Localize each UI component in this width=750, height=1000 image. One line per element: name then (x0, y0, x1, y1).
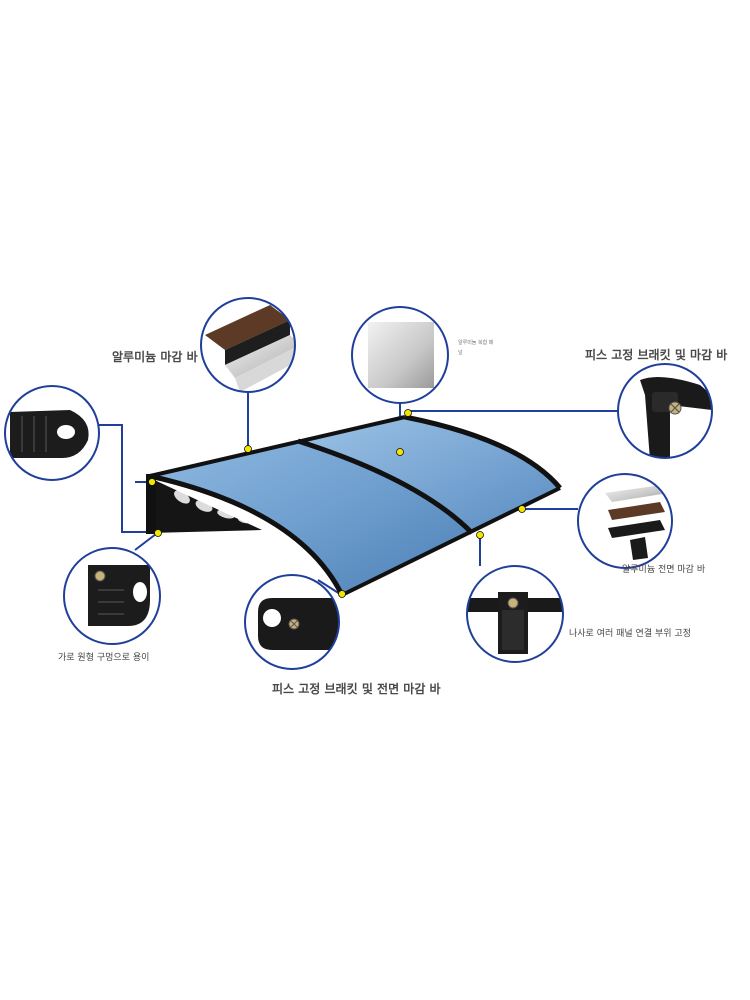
detail-wall-bracket (4, 385, 100, 481)
detail-composite-panel (351, 306, 449, 404)
detail-front-finish-bar (577, 473, 673, 569)
connector-dot-4 (148, 478, 156, 486)
detail-bracket-front (63, 547, 161, 645)
middle-arc-bar (297, 438, 474, 535)
front-finish-bar-profiles-icon (605, 486, 665, 560)
wall-top-bar (149, 415, 406, 478)
label-aluminum-front-finish-bar: 알루미늄 전면 마감 바 (622, 565, 706, 575)
detail-aluminum-finish-bar (200, 297, 296, 393)
front-arc-bar (149, 473, 345, 597)
wall-mount-post (146, 474, 156, 534)
aluminum-finish-bar-profile-icon (205, 305, 295, 392)
callout-lines (99, 392, 618, 595)
label-composite-panel-line1: 알루미늄 복합 패 (458, 340, 494, 346)
callout-line-8 (317, 579, 341, 595)
canopy (146, 414, 562, 597)
connector-dots (148, 409, 526, 598)
back-arc-bar (404, 414, 562, 490)
connector-dot-7 (154, 529, 162, 537)
callout-line-4 (99, 424, 158, 533)
label-screw-bracket-front-finish-bar: 피스 고정 브래킷 및 전면 마감 바 (272, 682, 441, 696)
composite-panel-swatch-icon (368, 322, 434, 388)
connector-dot-6 (476, 531, 484, 539)
canopy-panel-right (298, 417, 560, 533)
connector-dot-5 (518, 505, 526, 513)
label-aluminum-finish-bar: 알루미늄 마감 바 (112, 350, 198, 364)
detail-panel-joint (466, 565, 564, 663)
label-composite-panel-line2: 널 (458, 350, 463, 356)
callout-line-7 (134, 533, 157, 551)
connector-dot-1 (244, 445, 252, 453)
screw-bracket-corner-icon (640, 376, 712, 458)
bracket-cutouts (174, 490, 252, 524)
bracket-front-view-icon (88, 565, 150, 626)
bracket-end-cap-icon (258, 598, 339, 650)
label-panel-joint-screw: 나사로 여러 패널 연결 부위 고정 (569, 629, 691, 639)
wall-bracket-with-hole-icon (10, 410, 89, 458)
panel-joint-connector-icon (467, 592, 563, 654)
detail-bracket-end-cap (244, 574, 340, 670)
label-screw-bracket-finish-bar: 피스 고정 브래킷 및 마감 바 (585, 348, 728, 362)
label-horizontal-round-hole: 가로 원형 구멍으로 용이 (58, 653, 150, 663)
connector-dot-3 (404, 409, 412, 417)
connector-dot-2 (396, 448, 404, 456)
connector-dot-8 (338, 590, 346, 598)
detail-screw-bracket (617, 363, 713, 459)
